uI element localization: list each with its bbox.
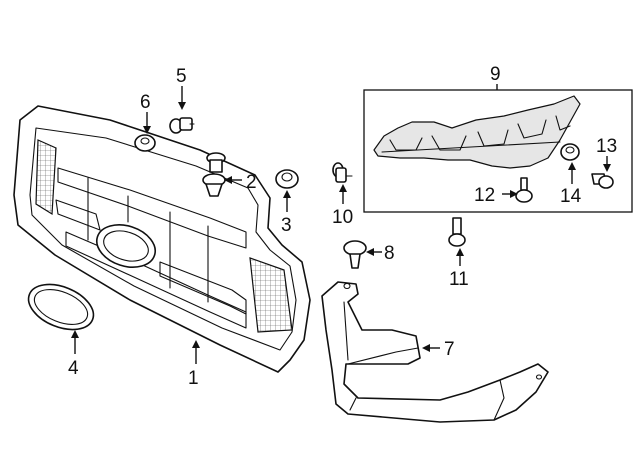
callout-14: 14 [560,186,582,207]
grille-assembly [13,105,311,373]
nut-part-3 [275,169,299,189]
clip-part-2 [202,152,226,197]
nut-part-14 [560,143,580,161]
callout-labels: 1 2 3 4 5 6 7 8 9 10 11 12 13 14 [68,64,617,389]
callout-8: 8 [384,243,395,264]
bolt-part-12 [515,177,533,203]
nut-part-6 [134,134,156,152]
grille-bar-1 [57,167,247,249]
callout-9: 9 [490,64,501,85]
push-pin-part-5 [169,117,195,134]
callout-13: 13 [596,136,617,157]
callout-4: 4 [68,358,79,379]
grille-oval-badge-inner [103,230,149,262]
callout-3: 3 [281,215,292,236]
bolt-part-13 [591,173,614,189]
grille-bar-2 [55,199,101,231]
retainer-part-8 [343,240,367,269]
emblem-ring [27,283,95,331]
bolt-part-10 [332,162,353,183]
grille-oval-badge [96,224,156,268]
grille-outer-frame [13,105,311,373]
callout-12: 12 [474,185,495,206]
callout-5: 5 [176,66,187,87]
grille-left-mesh [35,139,57,216]
side-bracket-part-7 [321,281,549,423]
callout-10: 10 [332,207,353,228]
callout-2: 2 [246,172,257,193]
callout-6: 6 [140,92,151,113]
grille-bar-4 [65,231,247,329]
callout-7: 7 [444,339,455,360]
bolt-part-11 [448,217,466,247]
callout-11: 11 [449,269,469,290]
grille-right-mesh [249,257,293,333]
leader-lines [71,84,611,364]
callout-1: 1 [188,368,199,389]
reinforcement-part-9 [373,95,581,169]
